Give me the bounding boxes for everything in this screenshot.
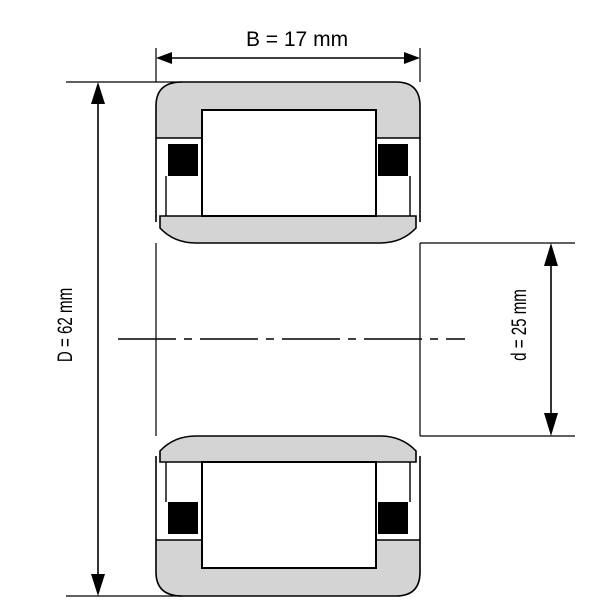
- roller-bottom: [201, 461, 377, 569]
- width-label: B = 17 mm: [246, 28, 348, 51]
- arrow-down-icon: [544, 413, 558, 436]
- outer-diameter-dimension: D = 62 mm: [52, 81, 182, 597]
- cage-left-top: [168, 144, 198, 176]
- arrow-up-icon: [544, 243, 558, 266]
- arrow-left-icon: [156, 52, 172, 64]
- cage-left-bottom: [168, 502, 198, 534]
- width-dimension: B = 17 mm: [155, 28, 421, 82]
- cage-right-bottom: [378, 502, 408, 534]
- outer-diameter-label: D = 62 mm: [52, 288, 76, 362]
- bearing-section-bottom: [155, 435, 421, 597]
- inner-diameter-dimension: d = 25 mm: [420, 242, 575, 437]
- bearing-section-top: [155, 81, 421, 244]
- roller-top: [201, 109, 377, 217]
- inner-ring-bottom: [159, 435, 417, 463]
- inner-ring-top: [159, 215, 417, 244]
- arrow-right-icon: [404, 52, 420, 64]
- inner-diameter-label: d = 25 mm: [506, 289, 530, 361]
- arrow-down-icon: [91, 574, 105, 596]
- cage-right-top: [378, 144, 408, 176]
- arrow-up-icon: [91, 82, 105, 104]
